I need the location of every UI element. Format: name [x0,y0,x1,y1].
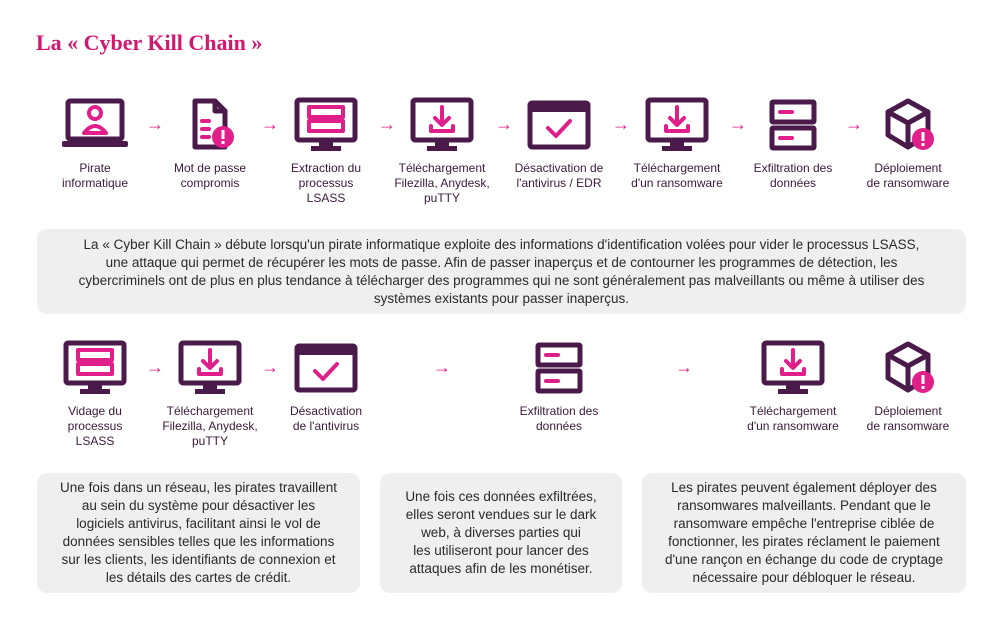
server-stack-icon [535,342,583,394]
flow-arrow: → [729,114,747,134]
step-label: Pirate informatique [61,161,129,190]
step-label: Désactivation de l'antivirus / EDR [514,161,604,190]
step-password: Mot de passe compromis [150,97,270,191]
laptop-user-icon [62,98,128,147]
page-title: La « Cyber Kill Chain » [36,30,263,55]
step-download-tools-2: Téléchargement Filezilla, Anydesk, puTTY [150,340,270,449]
step-exfiltration-2: Exfiltration des données [499,340,619,434]
flow-arrow: → [146,114,164,134]
step-label: Déploiement de ransomware [866,161,950,190]
flow-arrow: → [495,114,513,134]
step-label: Exfiltration des données [753,161,833,190]
ransomware-text-box: Les pirates peuvent également déployer d… [642,473,966,593]
window-check-icon [527,100,591,150]
step-label: Extraction du processus LSASS [290,161,362,205]
step-label: Désactivation de l'antivirus [289,404,363,433]
step-hacker: Pirate informatique [35,97,155,191]
document-alert-icon [192,98,234,150]
step-lsass-extraction: Extraction du processus LSASS [266,97,386,206]
exfiltration-text-box: Une fois ces données exfiltrées, elles s… [380,473,622,593]
cube-alert-icon [885,341,934,393]
server-stack-icon [769,99,817,151]
step-label: Téléchargement Filezilla, Anydesk, puTTY [394,161,490,205]
flow-arrow: → [261,357,279,377]
step-exfiltration: Exfiltration des données [733,97,853,191]
step-label: Téléchargement d'un ransomware [631,161,723,190]
monitor-server-icon [294,97,358,151]
step-download-tools: Téléchargement Filezilla, Anydesk, puTTY [382,97,502,206]
monitor-download-icon [410,97,474,151]
step-label: Mot de passe compromis [173,161,247,190]
flow-arrow: → [845,114,863,134]
step-label: Téléchargement d'un ransomware [747,404,839,433]
window-check-icon [294,343,358,393]
flow-arrow: → [261,114,279,134]
step-label: Exfiltration des données [519,404,599,433]
flow-arrow: → [378,114,396,134]
step-deploy-ransomware-2: Déploiement de ransomware [848,340,968,434]
cube-alert-icon [885,98,934,150]
step-deploy-ransomware: Déploiement de ransomware [848,97,968,191]
flow-arrow: → [612,114,630,134]
step-disable-antivirus: Désactivation de l'antivirus / EDR [499,97,619,191]
monitor-download-icon [178,340,242,394]
step-label: Vidage du processus LSASS [67,404,123,448]
step-label: Téléchargement Filezilla, Anydesk, puTTY [162,404,258,448]
step-disable-antivirus-2: Désactivation de l'antivirus [266,340,386,434]
flow-arrow: → [433,357,451,377]
flow-arrow: → [675,357,693,377]
monitor-server-icon [63,340,127,394]
monitor-download-icon [761,340,825,394]
step-lsass-dump: Vidage du processus LSASS [35,340,155,449]
intro-text-box: La « Cyber Kill Chain » débute lorsqu'un… [37,229,966,314]
step-download-ransomware: Téléchargement d'un ransomware [617,97,737,191]
flow-arrow: → [146,357,164,377]
step-label: Déploiement de ransomware [866,404,950,433]
monitor-download-icon [645,97,709,151]
step-download-ransomware-2: Téléchargement d'un ransomware [733,340,853,434]
antivirus-text-box: Une fois dans un réseau, les pirates tra… [37,473,360,593]
